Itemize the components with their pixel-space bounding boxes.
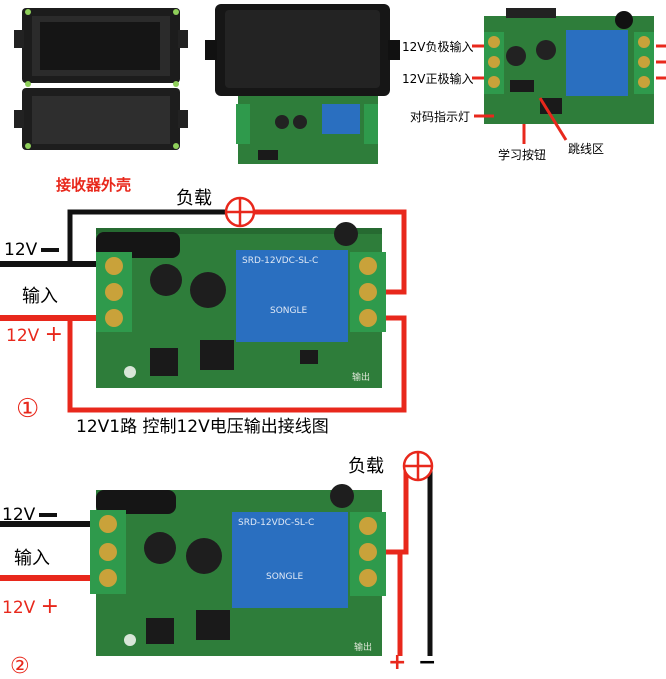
diagram-1-wiring (0, 209, 407, 413)
callout-negative-input: 12V负极输入 (402, 40, 474, 54)
diagram-2-wiring (0, 470, 433, 656)
diagram-2-plus-label: 12V + (2, 594, 60, 619)
diagram-2-minus-label: 12V (2, 505, 58, 525)
diagram-1-caption: 12V1路 控制12V电压输出接线图 (76, 417, 329, 437)
callout-jumper-area: 跳线区 (568, 142, 605, 156)
diagram-2-load-symbol (402, 450, 434, 482)
diagram-2-bottom-minus: − (418, 650, 437, 675)
diagram-1-load-symbol (224, 196, 256, 228)
diagram-2-load-label: 负载 (348, 456, 384, 477)
diagram-2-circled-number: ② (10, 654, 30, 679)
housing-caption: 接收器外壳 (56, 176, 132, 194)
receiver-housing-image (14, 8, 188, 150)
diagram-1-output-silk: 输出 (352, 373, 371, 383)
diagram-2-input-label: 输入 (14, 548, 50, 569)
receiver-board-top-image (472, 8, 666, 144)
diagram-1-circled-number: ① (16, 394, 40, 424)
callout-learn-button: 学习按钮 (498, 148, 547, 162)
callout-positive-input: 12V正极输入 (402, 72, 474, 86)
diagram-2-bottom-plus: + (388, 650, 407, 675)
relay-brand-text-1: SONGLE (270, 306, 308, 316)
assembled-receiver-image (205, 4, 400, 164)
relay-brand-text-2: SONGLE (266, 572, 304, 582)
diagram-1-plus-label: 12V + (6, 322, 64, 347)
diagram-2-output-silk: 输出 (354, 643, 373, 653)
diagram-1-minus-label: 12V (4, 240, 60, 260)
diagram-1-board (96, 222, 386, 388)
diagram-1-input-label: 输入 (22, 286, 58, 307)
diagram-1-load-label: 负载 (176, 188, 212, 209)
relay-model-text-2: SRD-12VDC-SL-C (238, 518, 315, 528)
callout-pairing-led: 对码指示灯 (410, 110, 471, 124)
diagram-2-board (90, 484, 386, 656)
relay-model-text-1: SRD-12VDC-SL-C (242, 256, 319, 266)
